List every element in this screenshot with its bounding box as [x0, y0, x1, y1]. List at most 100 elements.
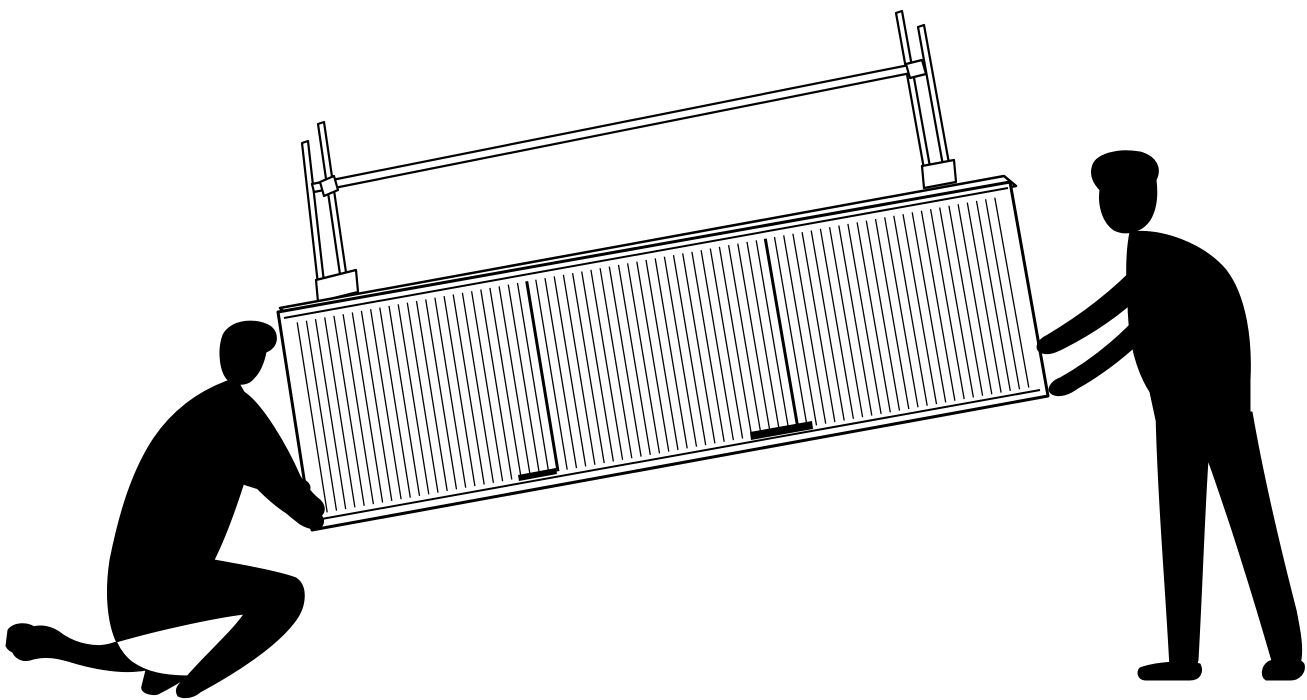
door-slat	[645, 259, 679, 451]
door-slat	[718, 246, 753, 438]
kneeling-person-head	[219, 320, 277, 385]
door-slat	[535, 279, 568, 470]
door-slat	[296, 322, 328, 513]
door-slat	[966, 202, 1002, 393]
door-slat	[856, 222, 891, 413]
door-slat	[498, 286, 531, 477]
door-slat	[727, 245, 762, 436]
kneeling-person-front-shoe	[5, 623, 39, 654]
rail-crossbar	[310, 62, 918, 194]
door-slat	[663, 256, 698, 447]
kneeling-person-silhouette	[5, 320, 325, 699]
door-slat	[984, 199, 1021, 390]
door-slat	[939, 207, 975, 398]
standing-person-right-shoe	[1261, 657, 1305, 681]
door-slat	[369, 309, 402, 500]
door-slat	[305, 320, 338, 511]
door-slat	[507, 284, 541, 475]
door-slat	[691, 251, 725, 442]
door-slat	[581, 271, 615, 462]
door-slat	[379, 307, 411, 498]
door-slat	[434, 297, 467, 488]
door-slat	[911, 212, 947, 403]
door-slat	[755, 240, 790, 431]
rail-foot-right	[920, 158, 958, 190]
door-slat	[682, 253, 716, 444]
door-slat	[746, 241, 781, 433]
door-slat	[810, 230, 845, 421]
door-slat	[342, 314, 375, 505]
cabinet-door-dividers	[525, 238, 800, 472]
door-slat	[654, 258, 688, 449]
door-slat	[874, 218, 910, 410]
door-slat	[544, 277, 578, 469]
standing-person-silhouette	[1036, 150, 1305, 681]
kneeling-person-body	[11, 377, 325, 699]
kneeling-person-far-arm	[231, 447, 325, 530]
door-slat	[700, 250, 735, 441]
door-slat	[819, 228, 855, 419]
door-slat	[626, 263, 661, 454]
door-slat	[957, 204, 993, 395]
door-slat	[902, 213, 938, 405]
door-slat	[929, 208, 965, 400]
cabinet-frame	[276, 180, 1050, 532]
door-slat	[893, 215, 928, 406]
cabinet-front-edge	[283, 187, 1009, 319]
door-slat	[838, 225, 873, 416]
door-slat	[801, 231, 836, 423]
cabinet-door-slats	[296, 197, 1030, 513]
wall-cabinet	[276, 174, 1050, 532]
door-slat	[314, 318, 347, 510]
door-slat	[480, 289, 513, 480]
door-slat	[351, 312, 384, 503]
door-slat	[783, 235, 818, 426]
door-slat	[571, 272, 605, 464]
standing-person-upper-arm	[1036, 261, 1147, 355]
door-slat	[333, 315, 365, 506]
door-slat	[608, 266, 642, 457]
rail-bracket-left	[318, 174, 340, 198]
standing-person-left-shoe	[1137, 661, 1203, 681]
standing-person-head	[1091, 150, 1159, 234]
door-slat	[425, 299, 458, 490]
door-slat	[489, 287, 522, 479]
door-slat	[360, 310, 393, 502]
standing-person-legs	[1155, 411, 1303, 679]
door-slat	[516, 282, 550, 474]
door-handle-left	[518, 468, 557, 481]
door-slat	[737, 243, 771, 434]
door-slat	[920, 210, 956, 401]
door-slat	[792, 233, 827, 424]
door-slat	[617, 264, 651, 456]
door-slat	[828, 227, 864, 418]
door-slat	[709, 248, 744, 439]
cabinet-bottom-edge	[315, 389, 1041, 521]
door-slat	[406, 302, 439, 493]
door-slat	[948, 205, 984, 396]
door-slat	[672, 254, 707, 446]
door-slat	[562, 274, 596, 465]
door-slat	[388, 305, 421, 497]
door-slat	[994, 197, 1030, 388]
door-slat	[847, 223, 882, 415]
door-handle-right	[750, 421, 813, 440]
rail-bracket-right	[904, 58, 928, 80]
door-slat	[590, 269, 624, 460]
door-slat	[599, 268, 633, 459]
hanging-rails	[300, 9, 958, 304]
door-divider	[763, 238, 800, 429]
door-slat	[773, 236, 808, 428]
door-slat	[461, 292, 495, 483]
door-slat	[975, 200, 1011, 392]
door-divider	[525, 281, 560, 472]
standing-person-lower-arm	[1048, 299, 1163, 397]
door-slat	[865, 220, 901, 411]
door-slat	[884, 217, 919, 408]
door-slat	[397, 304, 430, 495]
door-slat	[470, 291, 504, 482]
door-slat	[553, 276, 587, 467]
door-slat	[415, 300, 448, 492]
